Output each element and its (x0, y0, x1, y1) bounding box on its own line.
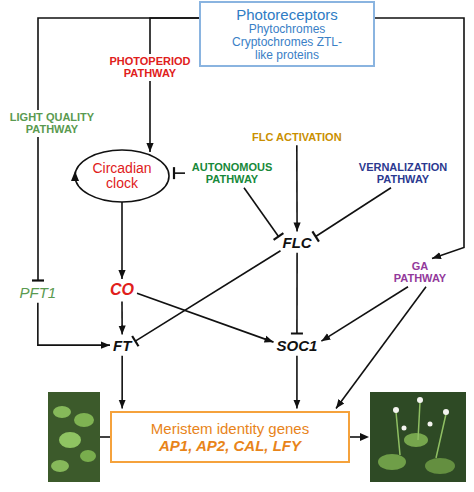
connector (244, 188, 279, 237)
flower (417, 397, 423, 403)
flower (393, 407, 399, 413)
pathway-name: GA PATHWAY (389, 260, 451, 285)
gene-list: AP1, AP2, CAL, LFY (159, 437, 301, 454)
gene-label: FT (113, 337, 131, 354)
connector (174, 172, 185, 174)
stem (396, 402, 446, 458)
connector (121, 202, 123, 279)
leaf (51, 460, 69, 472)
loop-line (75, 150, 169, 202)
connector (316, 188, 391, 237)
pathway-label: FLC ACTIVATION (252, 131, 342, 144)
meristem-box: Meristem identity genesAP1, AP2, CAL, LF… (110, 411, 350, 464)
gene-label: PFT1 (20, 284, 57, 301)
pathway-label: AUTONOMOUS PATHWAY (187, 161, 277, 186)
gene-name: PFT1 (20, 284, 57, 301)
leaf (74, 413, 94, 427)
connector (137, 293, 274, 342)
leaf (404, 433, 428, 447)
seedling-photo (48, 392, 100, 482)
pathway-name: FLC ACTIVATION (252, 131, 342, 144)
gene-name: SOC1 (277, 337, 318, 354)
gene-label: SOC1 (277, 337, 318, 354)
pathway-name: VERNALIZATION PATHWAY (348, 161, 458, 186)
photo-ground (48, 392, 100, 482)
pathway-label: PHOTOPERIOD PATHWAY (102, 54, 198, 81)
arrowhead (360, 433, 369, 441)
connector (38, 18, 199, 281)
connector (296, 356, 298, 409)
box-body: Phytochromes Cryptochromes ZTL-like prot… (231, 23, 343, 63)
connector (121, 301, 123, 334)
gene-name: CO (110, 281, 134, 299)
photo-ground (370, 392, 466, 482)
leaf (425, 458, 455, 474)
leaf (53, 406, 71, 418)
connector (296, 253, 298, 334)
flowering-plant-photo (370, 392, 466, 482)
pathway-name: AUTONOMOUS PATHWAY (187, 161, 277, 186)
leaf (378, 454, 406, 470)
arrowhead (71, 171, 79, 181)
gene-name: FLC (283, 234, 312, 251)
connector (150, 18, 199, 152)
flower (402, 426, 407, 431)
connector (321, 287, 408, 341)
flower (428, 422, 433, 427)
connector (121, 356, 123, 409)
connector (135, 251, 280, 341)
pathway-label: LIGHT QUALITY PATHWAY (2, 110, 102, 137)
leaf (80, 450, 96, 462)
connector (38, 303, 110, 345)
connector (336, 287, 426, 409)
box-title: Meristem identity genes (151, 420, 309, 437)
connector-line (100, 436, 110, 438)
leaf (59, 432, 81, 448)
gene-name: FT (113, 337, 131, 354)
connector (296, 145, 298, 231)
box-title: Photoreceptors (236, 6, 338, 23)
gene-label: FLC (283, 234, 312, 251)
gene-label: CO (110, 281, 134, 299)
clock-loop: Circadian clock (72, 147, 172, 205)
connector (375, 18, 464, 259)
photoreceptor-box: PhotoreceptorsPhytochromes Cryptochromes… (199, 1, 375, 68)
flower (443, 409, 449, 415)
pathway-label: GA PATHWAY (389, 260, 451, 285)
pathway-label: VERNALIZATION PATHWAY (348, 161, 458, 186)
clock-name: Circadian clock (86, 161, 158, 192)
